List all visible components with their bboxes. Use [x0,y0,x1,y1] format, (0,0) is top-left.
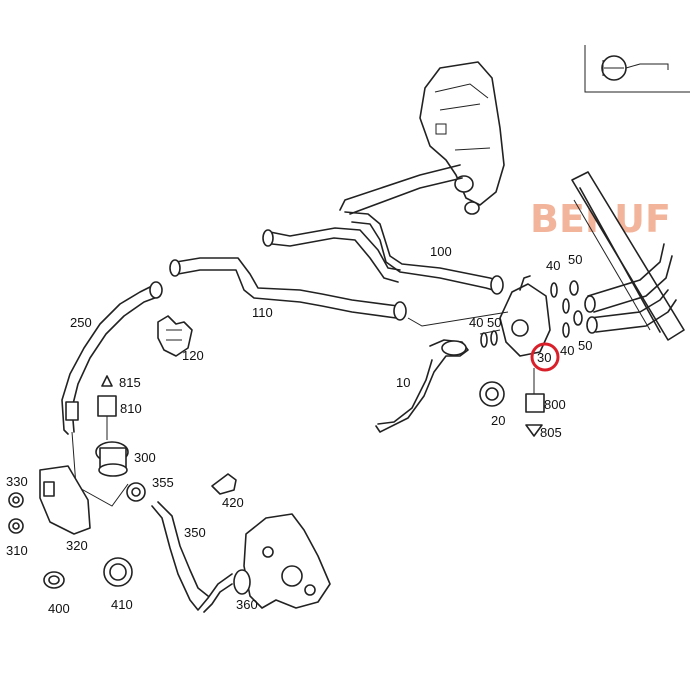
callout-120: 120 [182,348,204,363]
hose-110-end-a [262,229,274,247]
callout-300: 300 [134,450,156,465]
callout-50-right: 50 [578,338,592,353]
leader-100 [407,311,509,327]
callout-320: 320 [66,538,88,553]
vacuum-valve-300 [95,441,129,477]
highlight-circle [530,342,560,372]
callout-410: 410 [111,597,133,612]
callout-50-top: 50 [568,252,582,267]
clamp-20 [479,381,505,407]
expansion-tank [419,61,505,215]
callout-360: 360 [236,597,258,612]
callout-350: 350 [184,525,206,540]
hose-250-clip [65,401,79,421]
hose-110-end-b [169,259,181,277]
nut-310 [8,518,24,534]
water-pump-360 [233,513,331,609]
hose-250-end [149,281,163,299]
valve-unit [479,275,551,357]
callout-420: 420 [222,495,244,510]
leader-valve-bracket [71,431,129,507]
callout-110: 110 [252,305,273,320]
callout-800: 800 [544,397,566,412]
callout-50-left: 50 [487,315,501,330]
bracket-320 [39,465,91,535]
callout-810: 810 [120,401,142,416]
callout-250: 250 [70,315,92,330]
heater-core [571,171,685,341]
callout-100: 100 [430,244,452,259]
clamp-420 [211,473,237,495]
sensor-800 [525,393,545,413]
callout-400: 400 [48,601,70,616]
callout-815: 815 [119,375,141,390]
clamp-355 [126,482,146,502]
hose-350 [151,501,233,613]
hose-110-clamp [393,301,407,321]
clamp-400 [43,571,65,589]
callout-40-right: 40 [560,343,574,358]
nut-330 [8,492,24,508]
callout-805: 805 [540,425,562,440]
callout-10: 10 [396,375,410,390]
callout-355: 355 [152,475,174,490]
callout-40-left: 40 [469,315,483,330]
callout-40-top: 40 [546,258,560,273]
cap-815 [101,375,113,387]
hose-100-end [490,275,504,295]
valve-810 [97,395,117,417]
engine-view-icon [584,45,690,93]
callout-330: 330 [6,474,28,489]
hose-10-end [441,340,467,356]
seal-805 [525,424,543,437]
callout-30: 30 [537,350,551,365]
hose-100 [339,164,503,293]
hose-110 [175,227,401,319]
clamp-410 [103,557,133,587]
clamps-and-seals [480,280,583,348]
bracket-120 [157,315,193,357]
callout-20: 20 [491,413,505,428]
callout-310: 310 [6,543,28,558]
